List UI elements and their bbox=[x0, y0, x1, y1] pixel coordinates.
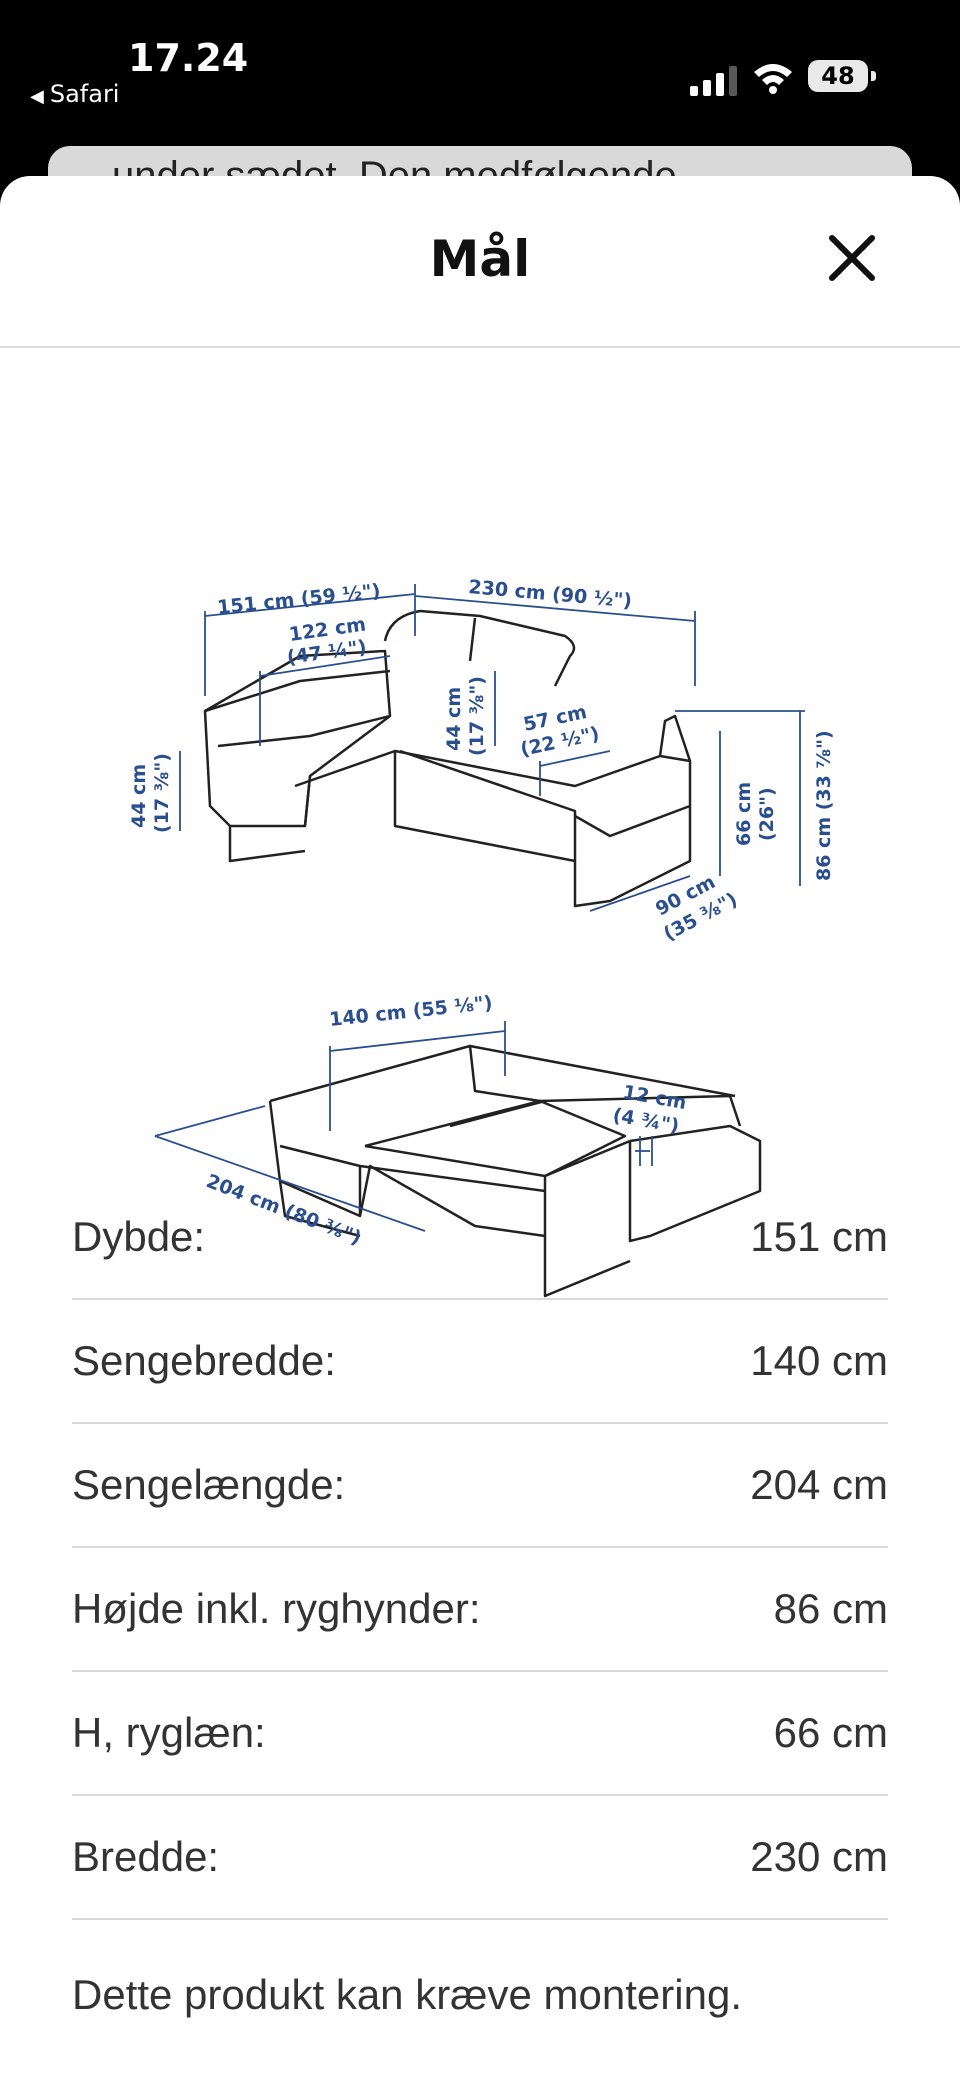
dimension-row: Dybde: 151 cm bbox=[72, 1176, 888, 1300]
back-to-app-link[interactable]: ◀Safari bbox=[30, 80, 119, 108]
dim-label-backrest-h-in: (26") bbox=[756, 787, 778, 841]
sofa-dimension-illustration: 151 cm (59 ½") 230 cm (90 ½") 122 cm (47… bbox=[128, 576, 835, 1298]
dimension-label: Dybde: bbox=[72, 1213, 206, 1260]
dimension-value: 204 cm bbox=[750, 1461, 888, 1508]
dimension-value: 230 cm bbox=[750, 1833, 888, 1880]
dimension-label: Sengelængde: bbox=[72, 1461, 346, 1508]
dimension-label: Sengebredde: bbox=[72, 1337, 336, 1384]
assembly-note: Dette produkt kan kræve montering. bbox=[72, 1971, 742, 2018]
dimension-value: 151 cm bbox=[750, 1213, 888, 1260]
back-app-label: Safari bbox=[49, 80, 120, 108]
dim-label-total-height: 86 cm (33 ⅞") bbox=[813, 730, 835, 881]
dimension-row: Højde inkl. ryghynder: 86 cm bbox=[72, 1548, 888, 1672]
dim-label-backrest-h: 66 cm bbox=[733, 782, 755, 846]
dim-label-bed-width: 140 cm (55 ⅛") bbox=[328, 992, 493, 1031]
sheet-header: Mål bbox=[0, 176, 960, 348]
dimension-value: 86 cm bbox=[773, 1585, 888, 1632]
battery-level: 48 bbox=[808, 60, 868, 92]
dim-label-back-height: 44 cm bbox=[443, 687, 465, 751]
dimension-row: H, ryglæn: 66 cm bbox=[72, 1672, 888, 1796]
status-time: 17.24 bbox=[128, 36, 249, 80]
battery-icon: 48 bbox=[808, 60, 876, 92]
back-triangle-icon: ◀ bbox=[30, 86, 44, 107]
sheet-title: Mål bbox=[429, 230, 531, 288]
dimension-label: Højde inkl. ryghynder: bbox=[72, 1585, 481, 1632]
dim-label-width: 230 cm (90 ½") bbox=[468, 576, 633, 612]
cellular-signal-icon bbox=[690, 66, 737, 96]
dimensions-sheet: Mål bbox=[0, 176, 960, 2079]
status-bar: 17.24 ◀Safari 48 bbox=[0, 0, 960, 150]
wifi-icon bbox=[754, 64, 792, 94]
dimension-label: H, ryglæn: bbox=[72, 1709, 266, 1756]
dimension-value: 66 cm bbox=[773, 1709, 888, 1756]
dimension-list: Dybde: 151 cm Sengebredde: 140 cm Sengel… bbox=[72, 1176, 888, 1920]
dim-label-back-height-in: (17 ⅜") bbox=[466, 676, 488, 756]
dimension-row: Sengelængde: 204 cm bbox=[72, 1424, 888, 1548]
dimension-value: 140 cm bbox=[750, 1337, 888, 1384]
close-icon[interactable] bbox=[822, 228, 882, 288]
dim-label-seat-height-in: (17 ⅜") bbox=[151, 753, 173, 833]
dim-label-depth: 151 cm (59 ½") bbox=[216, 580, 381, 619]
dim-label-seat-height: 44 cm bbox=[128, 764, 150, 828]
dimension-label: Bredde: bbox=[72, 1833, 220, 1880]
dimension-row: Bredde: 230 cm bbox=[72, 1796, 888, 1920]
dimension-row: Sengebredde: 140 cm bbox=[72, 1300, 888, 1424]
